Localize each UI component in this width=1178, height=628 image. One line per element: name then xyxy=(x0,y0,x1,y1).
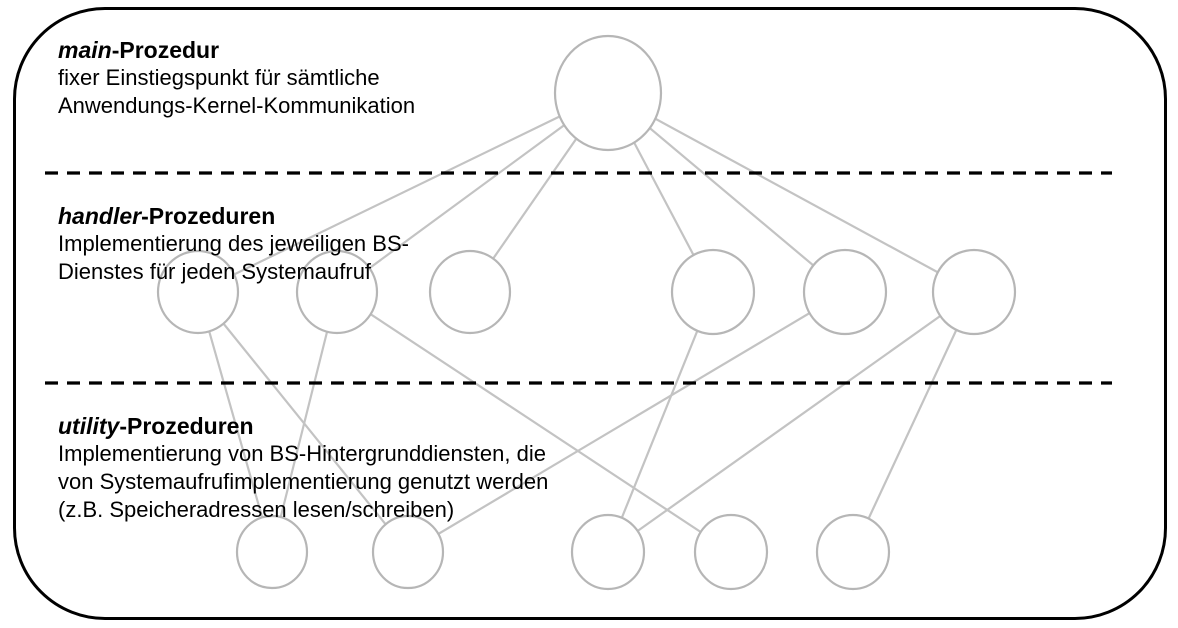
edge-h1-u2 xyxy=(197,291,409,553)
node-utility-u3 xyxy=(570,513,646,591)
layer-desc-utility-line1: Implementierung von BS-Hintergrunddienst… xyxy=(58,441,546,466)
layer-desc-main-line1: fixer Einstiegspunkt für sämtliche xyxy=(58,65,380,90)
layer-title-utility-rest: -Prozeduren xyxy=(119,413,254,439)
node-handler-h6 xyxy=(931,248,1017,336)
edge-h5-u2 xyxy=(407,291,846,553)
layer-title-utility-italic: utility xyxy=(58,413,120,439)
layer-label-main: main-Prozedur fixer Einstiegspunkt für s… xyxy=(58,36,415,120)
layer-desc-utility-line3: (z.B. Speicheradressen lesen/schreiben) xyxy=(58,497,455,522)
layer-desc-utility: Implementierung von BS-Hintergrunddienst… xyxy=(58,440,548,524)
node-utility-u5 xyxy=(815,513,891,591)
node-utility-u2 xyxy=(371,514,445,590)
edge-h4-u3 xyxy=(606,291,715,553)
rounded-border xyxy=(13,7,1167,620)
node-handler-h3 xyxy=(428,249,512,335)
layer-desc-handler: Implementierung des jeweiligen BS- Diens… xyxy=(58,230,409,286)
layer-title-handler-rest: -Prozeduren xyxy=(141,203,276,229)
node-utility-u1 xyxy=(235,514,309,590)
node-handler-h2 xyxy=(295,249,379,335)
edge-h2-u1 xyxy=(270,291,339,553)
layer-desc-main-line2: Anwendungs-Kernel-Kommunikation xyxy=(58,93,416,118)
edge-h6-u3 xyxy=(607,291,975,553)
layer-title-main-rest: -Prozedur xyxy=(111,37,220,63)
node-main-main xyxy=(553,34,663,152)
edge-main-h1 xyxy=(197,92,609,293)
edge-main-h6 xyxy=(607,92,975,293)
layer-title-handler-italic: handler xyxy=(58,203,142,229)
layer-title-handler: handler-Prozeduren xyxy=(58,202,409,230)
layer-label-handler: handler-Prozeduren Implementierung des j… xyxy=(58,202,409,286)
node-handler-h1 xyxy=(156,249,240,335)
edge-h1-u1 xyxy=(196,291,274,553)
edge-main-h2 xyxy=(336,92,609,293)
edge-h6-u5 xyxy=(852,291,975,553)
node-handler-h5 xyxy=(802,248,888,336)
layer-title-main: main-Prozedur xyxy=(58,36,415,64)
layer-desc-handler-line1: Implementierung des jeweiligen BS- xyxy=(58,231,409,256)
layer-title-main-italic: main xyxy=(58,37,112,63)
node-handler-h4 xyxy=(670,248,756,336)
node-utility-u4 xyxy=(693,513,769,591)
layer-desc-utility-line2: von Systemaufrufimplementierung genutzt … xyxy=(58,469,549,494)
layer-title-utility: utility-Prozeduren xyxy=(58,412,548,440)
layer-desc-handler-line2: Dienstes für jeden Systemaufruf xyxy=(58,259,372,284)
layer-desc-main: fixer Einstiegspunkt für sämtliche Anwen… xyxy=(58,64,415,120)
edge-h2-u4 xyxy=(336,291,732,553)
layer-label-utility: utility-Prozeduren Implementierung von B… xyxy=(58,412,548,524)
